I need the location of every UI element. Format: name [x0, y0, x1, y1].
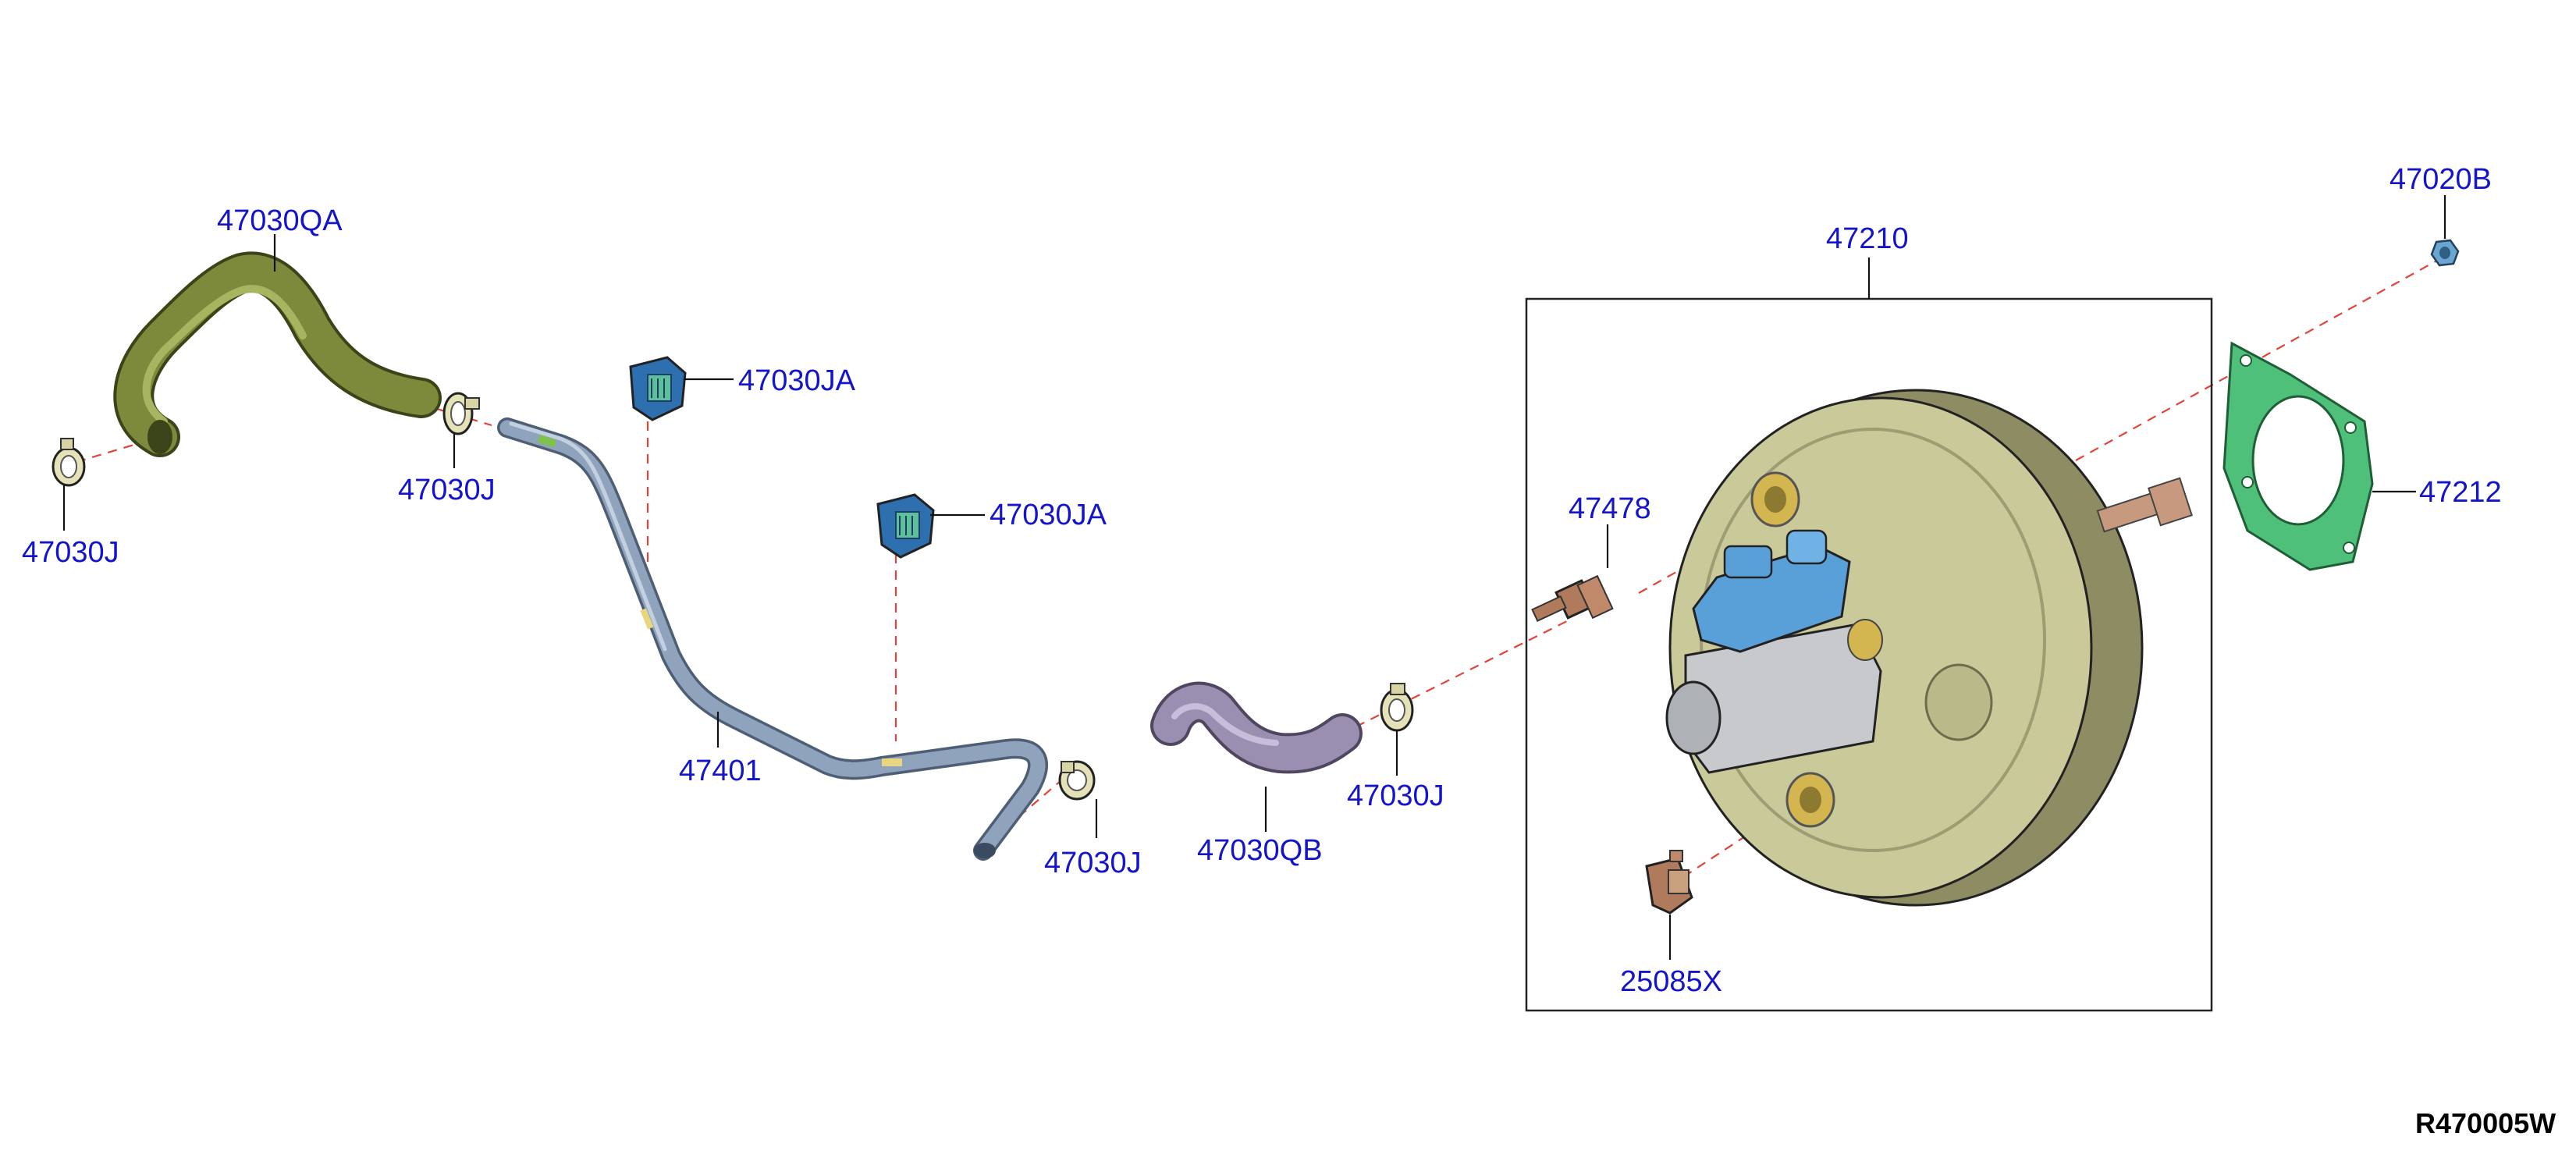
- clamp-left-part: [442, 392, 480, 435]
- clamp-middle-part: [1058, 760, 1096, 801]
- label-clamp-right: 47030J: [1347, 780, 1444, 812]
- label-sensor: 25085X: [1620, 965, 1722, 998]
- label-clamp-far-left: 47030J: [22, 536, 119, 569]
- hose-upper-47030qa: [113, 251, 442, 457]
- leader-lines: [62, 195, 2446, 960]
- label-clip-lower: 47030JA: [990, 499, 1107, 531]
- clip-upper-part: [629, 356, 687, 421]
- diagram-reference-code: R470005W: [2415, 1107, 2556, 1139]
- label-clamp-left: 47030J: [398, 474, 496, 506]
- label-vacuum-tube: 47401: [679, 755, 762, 787]
- clamp-far-left-part: [52, 438, 86, 487]
- clip-lower-part: [876, 493, 935, 559]
- check-valve-part: [1531, 574, 1614, 623]
- label-nut: 47020B: [2389, 163, 2492, 196]
- label-hose-lower: 47030QB: [1197, 834, 1323, 867]
- label-hose-upper: 47030QA: [217, 204, 343, 237]
- brake-booster-body: [1668, 389, 2193, 907]
- label-booster-assembly: 47210: [1826, 222, 1909, 255]
- clamp-right-part: [1380, 683, 1414, 732]
- gasket-part: [2222, 341, 2374, 571]
- nut-part: [2430, 239, 2460, 267]
- label-clamp-middle: 47030J: [1044, 847, 1142, 879]
- label-gasket: 47212: [2419, 476, 2502, 509]
- hose-lower-47030qb: [1150, 681, 1363, 774]
- master-cylinder: [1665, 619, 1883, 774]
- label-clip-upper: 47030JA: [738, 364, 856, 397]
- part-labels: 47030QA 47030J 47030J 47030JA 47030JA 47…: [22, 163, 2502, 998]
- sensor-part: [1645, 850, 1693, 915]
- fluid-reservoir: [1692, 529, 1851, 653]
- label-check-valve: 47478: [1569, 492, 1651, 525]
- vacuum-tube-47401: [497, 417, 1048, 861]
